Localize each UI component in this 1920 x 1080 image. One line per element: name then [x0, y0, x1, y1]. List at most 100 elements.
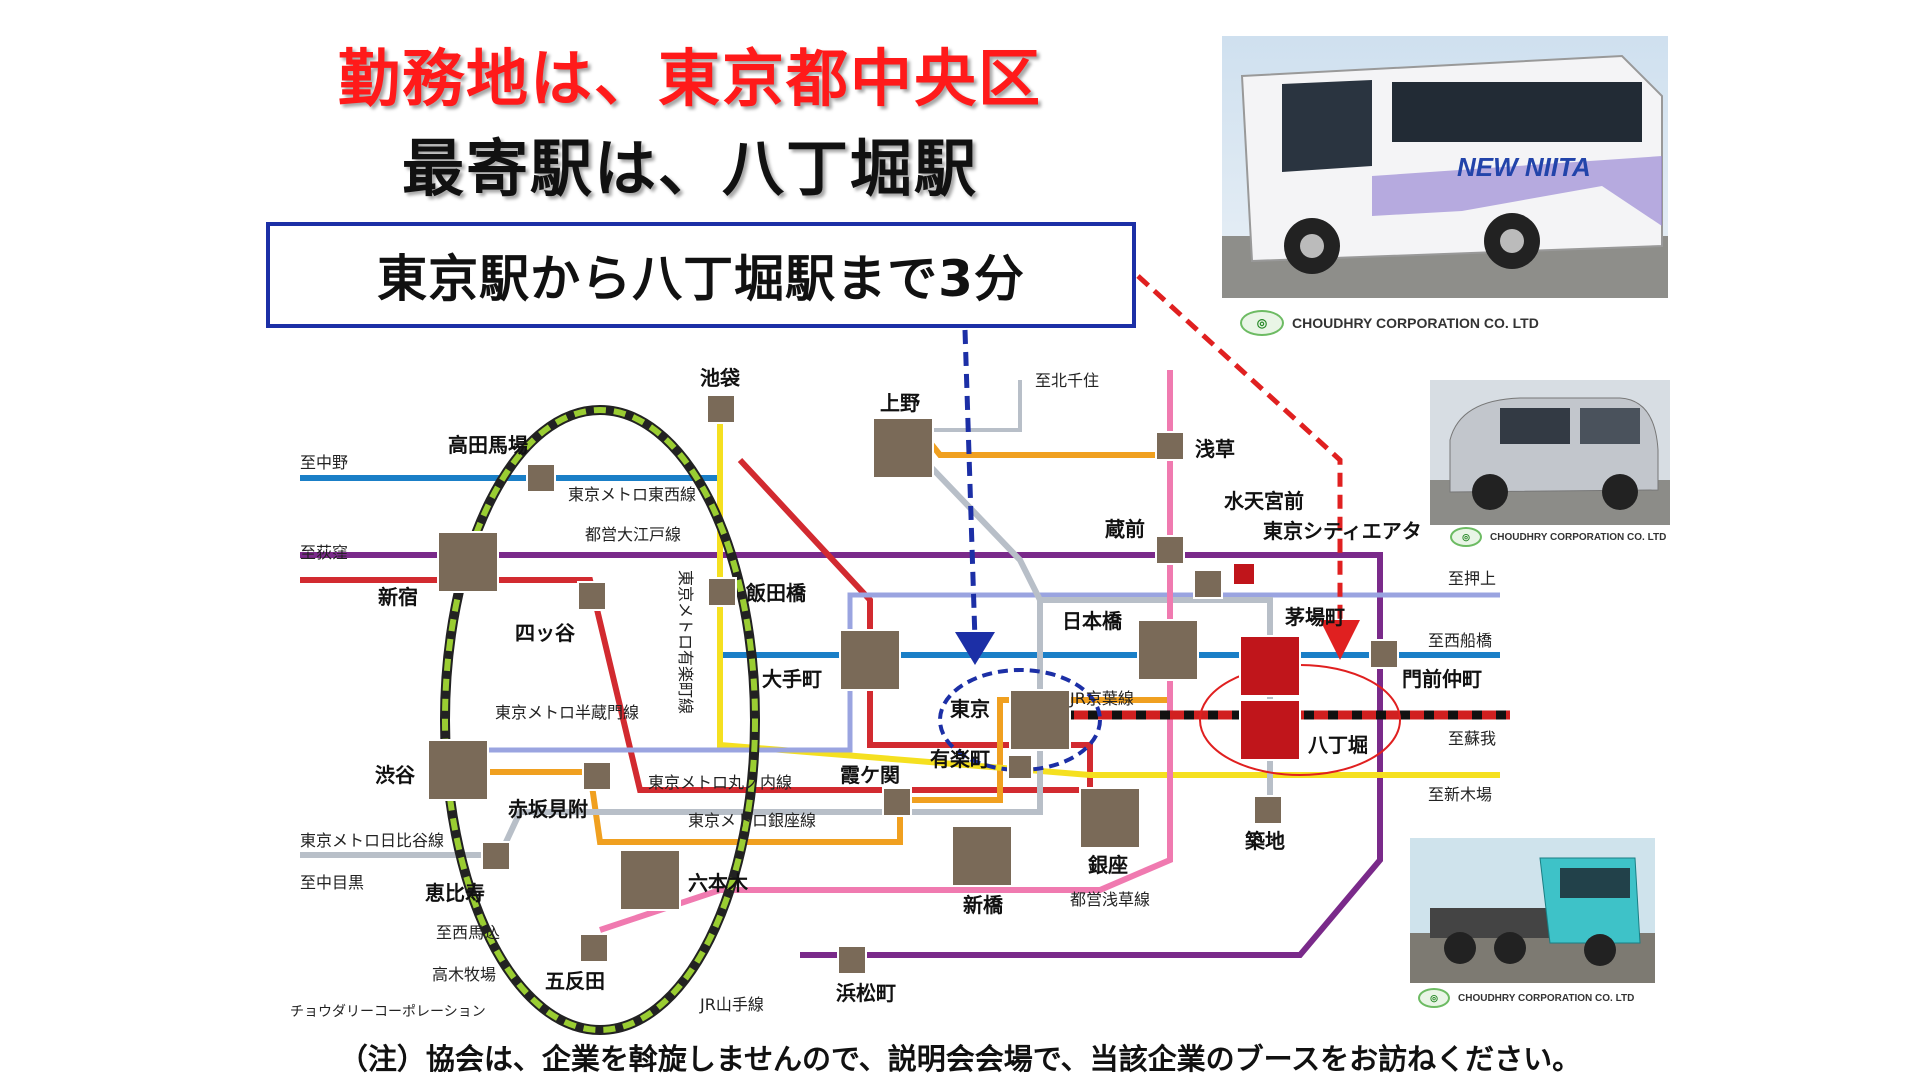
company-logo-truck: ◎ CHOUDHRY CORPORATION CO. LTD	[1418, 988, 1634, 1008]
station-shibuya	[427, 739, 489, 801]
label-yotsuya: 四ッ谷	[515, 621, 576, 645]
marunouchi-line	[300, 457, 1093, 793]
label-hatchobori: 八丁堀	[1308, 733, 1368, 757]
travel-time-callout: 東京駅から八丁堀駅まで3分	[266, 222, 1136, 328]
dir-nishifunabashi: 至西船橋	[1428, 631, 1492, 650]
hibiya-north	[902, 437, 1043, 602]
label-tokyo: 東京	[950, 697, 990, 721]
label-kayabacho: 茅場町	[1285, 605, 1345, 629]
label-hamamatsucho: 浜松町	[836, 981, 896, 1005]
label-line-tozai: 東京メトロ東西線	[568, 485, 696, 504]
station-akasakamitsuke	[582, 761, 612, 791]
station-otemachi	[839, 629, 901, 691]
label-line-hanzomon: 東京メトロ半蔵門線	[495, 703, 639, 722]
label-tsukiji: 築地	[1244, 829, 1285, 853]
car-photo	[1430, 380, 1670, 525]
station-hatchobori	[1239, 699, 1301, 761]
station-takadanobaba	[526, 463, 556, 493]
company-logo-bus: ◎ CHOUDHRY CORPORATION CO. LTD	[1240, 310, 1539, 336]
bus-photo: NEW NIITA	[1222, 36, 1668, 298]
footnote: （注）協会は、企業を斡旋しませんので、説明会会場で、当該企業のブースをお訪ねくだ…	[338, 1042, 1582, 1076]
company-logo-car: ◎ CHOUDHRY CORPORATION CO. LTD	[1450, 527, 1666, 547]
label-takagibokujo: 高木牧場	[432, 965, 496, 984]
label-akasakamitsuke: 赤坂見附	[508, 797, 588, 821]
station-kayabacho	[1239, 635, 1301, 697]
label-ebisu: 恵比寿	[425, 881, 485, 905]
label-asakusa: 浅草	[1195, 437, 1235, 461]
label-line-yurakucho: 東京メトロ有楽町線	[676, 570, 695, 714]
station-suitengumae	[1193, 569, 1223, 599]
svg-text:NEW NIITA: NEW NIITA	[1457, 152, 1591, 182]
station-roppongi	[619, 849, 681, 911]
label-line-marunouchi: 東京メトロ丸ノ内線	[648, 773, 792, 792]
label-ikebukuro: 池袋	[700, 366, 741, 390]
map-credit: チョウダリーコーポレーション	[290, 1004, 486, 1020]
label-nihonbashi: 日本橋	[1062, 609, 1123, 633]
company-logo-text: CHOUDHRY CORPORATION CO. LTD	[1458, 992, 1635, 1004]
label-line-asakusa: 都営浅草線	[1070, 890, 1150, 909]
station-iidabashi	[707, 577, 737, 607]
station-tsukiji	[1253, 795, 1283, 825]
ginza-line	[490, 428, 1173, 845]
label-shibuya: 渋谷	[375, 763, 416, 787]
label-line-oedo: 都営大江戸線	[585, 525, 681, 544]
station-ueno	[872, 417, 934, 479]
label-line-hibiya: 東京メトロ日比谷線	[300, 831, 444, 850]
company-logo-icon: ◎	[1418, 988, 1450, 1008]
station-kasumigaseki	[882, 787, 912, 817]
station-asakusa	[1155, 431, 1185, 461]
label-gotanda: 五反田	[545, 969, 605, 993]
station-ikebukuro	[706, 394, 736, 424]
label-line-keiyo: JR京葉線	[1069, 689, 1134, 708]
station-gotanda	[579, 933, 609, 963]
station-yotsuya	[577, 581, 607, 611]
label-ueno: 上野	[880, 391, 920, 415]
label-suitengumae: 水天宮前	[1224, 489, 1304, 513]
dir-nishimagome: 至西馬込	[436, 923, 500, 942]
station-nihonbashi	[1137, 619, 1199, 681]
headline-workplace: 勤務地は、東京都中央区	[337, 42, 1042, 115]
label-line-ginza: 東京メトロ銀座線	[688, 811, 816, 830]
label-monzennakacho: 門前仲町	[1402, 667, 1482, 691]
label-roppongi: 六本木	[688, 871, 749, 895]
label-takadanobaba: 高田馬場	[448, 433, 528, 457]
station-tcat	[1234, 564, 1254, 584]
hanzomon-line	[470, 592, 1500, 753]
label-ginza: 銀座	[1088, 853, 1128, 877]
company-logo-text: CHOUDHRY CORPORATION CO. LTD	[1292, 315, 1539, 331]
oedo-line	[300, 552, 1383, 958]
company-logo-text: CHOUDHRY CORPORATION CO. LTD	[1490, 531, 1667, 543]
dir-nakameguro: 至中目黒	[300, 873, 364, 892]
dir-nakano: 至中野	[300, 453, 348, 472]
label-kuramae: 蔵前	[1105, 517, 1145, 541]
station-hamamatsucho	[837, 945, 867, 975]
label-otemachi: 大手町	[762, 667, 822, 691]
label-shinjuku: 新宿	[378, 585, 418, 609]
station-monzennakacho	[1369, 639, 1399, 669]
label-iidabashi: 飯田橋	[745, 581, 807, 605]
tokyo-arrow	[962, 329, 978, 641]
company-logo-icon: ◎	[1450, 527, 1482, 547]
station-shinjuku	[437, 531, 499, 593]
station-shinbashi	[951, 825, 1013, 887]
hatchobori-arrow	[1136, 274, 1343, 620]
station-ebisu	[481, 841, 511, 871]
dir-ogikubo: 至荻窪	[300, 543, 348, 562]
kitasenju-branch	[930, 380, 1022, 432]
label-shinbashi: 新橋	[963, 893, 1004, 917]
dir-soga: 至蘇我	[1448, 729, 1496, 748]
company-logo-icon: ◎	[1240, 310, 1284, 336]
label-yurakucho: 有楽町	[930, 747, 990, 771]
dir-oshiage: 至押上	[1448, 569, 1496, 588]
station-yurakucho	[1007, 754, 1033, 780]
label-line-yamanote: JR山手線	[699, 995, 764, 1014]
label-kasumigaseki: 霞ケ関	[840, 763, 900, 787]
dir-kitasenju: 至北千住	[1035, 371, 1099, 390]
station-ginza	[1079, 787, 1141, 849]
station-tokyo	[1009, 689, 1071, 751]
label-tcat: 東京シティエアタ	[1263, 519, 1422, 543]
headline-nearest-station: 最寄駅は、八丁堀駅	[401, 132, 978, 205]
station-kuramae	[1155, 535, 1185, 565]
truck-photo	[1410, 838, 1655, 983]
